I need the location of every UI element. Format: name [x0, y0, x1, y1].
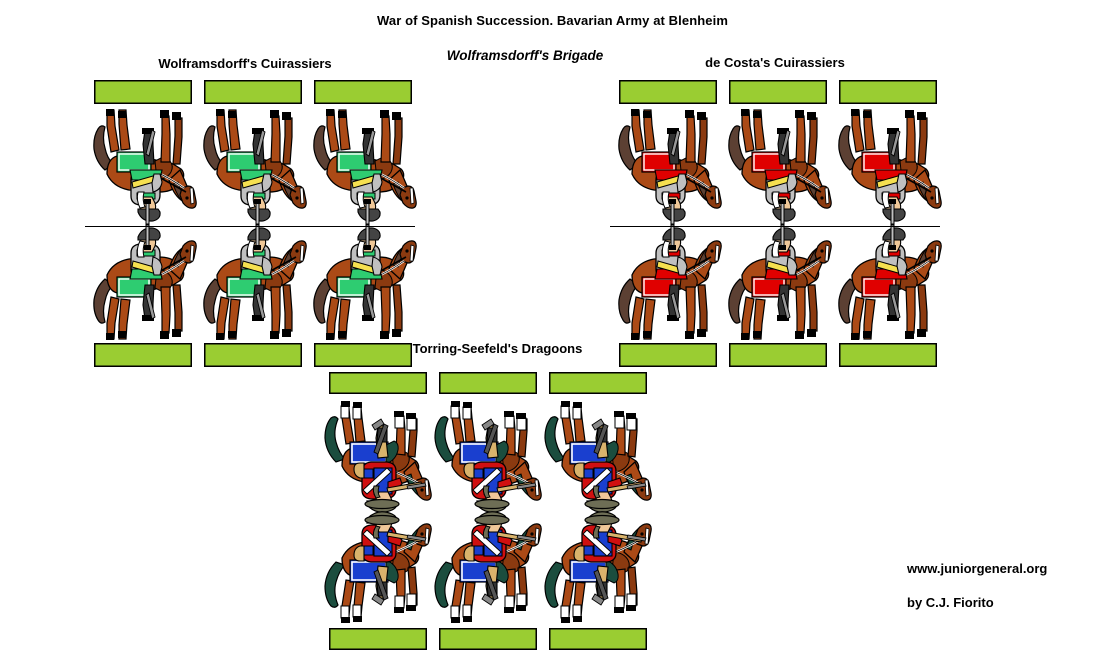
base-tab-top [94, 80, 192, 104]
unit-heading-torring-seefeld-dragoons: Torring-Seefeld's Dragoons [412, 341, 583, 356]
base-tab-bottom [94, 343, 192, 367]
paper-figure-cuirassiers-1 [610, 80, 722, 367]
mirror-figure-inverted [203, 109, 307, 225]
mirror-figure-inverted [544, 401, 652, 513]
figure-upright [313, 224, 417, 340]
fold-line [610, 226, 720, 227]
author-credit: by C.J. Fiorito [907, 595, 994, 610]
paper-figure-dragoons-2 [430, 372, 542, 650]
mirror-figure-inverted [618, 109, 722, 225]
base-tab-top [329, 372, 427, 394]
mirror-figure-inverted [313, 109, 417, 225]
paper-figure-dragoons-3 [540, 372, 652, 650]
base-tab-top [619, 80, 717, 104]
website-credit: www.juniorgeneral.org [907, 561, 1048, 576]
base-tab-top [549, 372, 647, 394]
mirror-figure-inverted [434, 401, 542, 513]
base-tab-bottom [619, 343, 717, 367]
brigade-heading: Wolframsdorff's Brigade [446, 48, 604, 63]
mirror-figure-inverted [728, 109, 832, 225]
fold-line [830, 226, 940, 227]
figure-upright [324, 511, 432, 623]
fold-line [305, 226, 415, 227]
paper-figure-cuirassiers-2 [720, 80, 832, 367]
figure-upright [838, 224, 942, 340]
paper-figure-cuirassiers-2 [195, 80, 307, 367]
fold-line [720, 226, 830, 227]
base-tab-top [314, 80, 412, 104]
fold-line [195, 226, 305, 227]
figure-upright [93, 224, 197, 340]
figure-upright [203, 224, 307, 340]
paper-figure-dragoons-1 [320, 372, 432, 650]
base-tab-bottom [549, 628, 647, 650]
mirror-figure-inverted [324, 401, 432, 513]
mirror-figure-inverted [93, 109, 197, 225]
mirror-figure-inverted [838, 109, 942, 225]
figure-upright [434, 511, 542, 623]
base-tab-top [729, 80, 827, 104]
paper-figure-cuirassiers-3 [305, 80, 417, 367]
base-tab-top [439, 372, 537, 394]
base-tab-bottom [729, 343, 827, 367]
figure-upright [544, 511, 652, 623]
page-title: War of Spanish Succession. Bavarian Army… [376, 13, 728, 28]
base-tab-bottom [839, 343, 937, 367]
unit-heading-decosta-cuirassiers: de Costa's Cuirassiers [705, 55, 845, 70]
base-tab-bottom [204, 343, 302, 367]
base-tab-top [839, 80, 937, 104]
base-tab-bottom [439, 628, 537, 650]
base-tab-bottom [314, 343, 412, 367]
fold-line [85, 226, 195, 227]
figure-upright [728, 224, 832, 340]
base-tab-bottom [329, 628, 427, 650]
unit-heading-wolframsdorff-cuirassiers: Wolframsdorff's Cuirassiers [158, 56, 332, 71]
paper-figure-cuirassiers-1 [85, 80, 197, 367]
figure-upright [618, 224, 722, 340]
base-tab-top [204, 80, 302, 104]
paper-figure-cuirassiers-3 [830, 80, 942, 367]
